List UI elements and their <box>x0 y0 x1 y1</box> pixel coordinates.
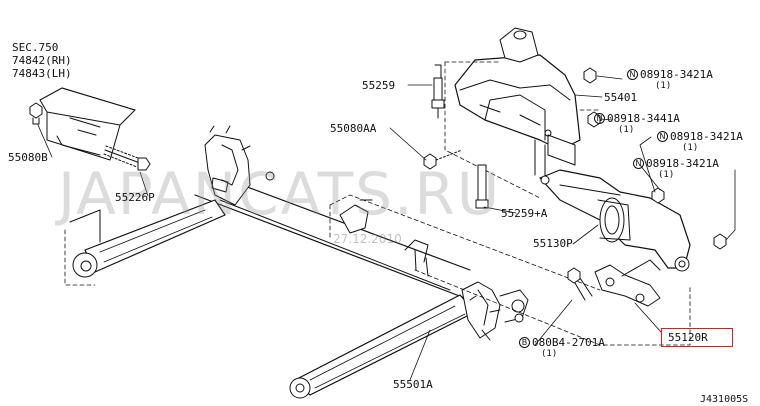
label-55080aa: 55080AA <box>330 122 377 135</box>
label-55259a: 55259+A <box>501 207 548 220</box>
bolt-55080b <box>29 102 43 125</box>
qty-nut-4: (1) <box>658 170 675 180</box>
qty-bolt-b: (1) <box>541 349 558 359</box>
bolt-080b4 <box>567 267 593 301</box>
label-55130p: 55130P <box>533 237 573 250</box>
label-55120r[interactable]: 55120R <box>668 331 708 344</box>
bracket-55401 <box>454 27 581 181</box>
section-ref-rh: 74842(RH) <box>12 54 72 67</box>
left-hub <box>204 125 275 206</box>
bolt-55259a <box>475 164 489 209</box>
label-55226p: 55226P <box>115 191 155 204</box>
label-nut-3: 08918-3421A <box>670 130 743 143</box>
bolt-marker-b: B <box>519 337 530 348</box>
nut-marker-1: N <box>627 69 638 80</box>
figure-code: J431005S <box>700 394 749 405</box>
qty-nut-2: (1) <box>618 125 635 135</box>
body-side-member <box>39 87 136 161</box>
section-ref-lh: 74843(LH) <box>12 67 72 80</box>
qty-nut-1: (1) <box>655 81 672 91</box>
nut-marker-4: N <box>633 158 644 169</box>
bolt-55080aa <box>423 149 463 170</box>
nut-marker-3: N <box>657 131 668 142</box>
rod-55120r <box>594 259 661 307</box>
leader-lines <box>37 75 736 381</box>
bolt-55259 <box>431 64 445 119</box>
lateral-link <box>539 169 691 272</box>
label-nut-1: 08918-3421A <box>640 68 713 81</box>
label-55080b: 55080B <box>8 151 48 164</box>
left-trailing-arm <box>69 199 226 278</box>
axle-beam <box>194 174 471 301</box>
bolt-55226p <box>103 145 151 171</box>
right-trailing-arm <box>289 294 476 399</box>
nut-marker-2: N <box>594 113 605 124</box>
qty-nut-3: (1) <box>682 143 699 153</box>
label-bolt-b: 080B4-2701A <box>532 336 605 349</box>
label-nut-4: 08918-3421A <box>646 157 719 170</box>
upper-guide <box>444 61 601 199</box>
guide-lines <box>64 194 691 346</box>
section-ref-sec: SEC.750 <box>12 41 59 54</box>
label-55401: 55401 <box>604 91 638 104</box>
highlight-box-55120r <box>661 328 733 347</box>
right-hub <box>461 281 529 341</box>
label-55501a: 55501A <box>393 378 433 391</box>
label-nut-2: 08918-3441A <box>607 112 680 125</box>
label-55259: 55259 <box>362 79 396 92</box>
